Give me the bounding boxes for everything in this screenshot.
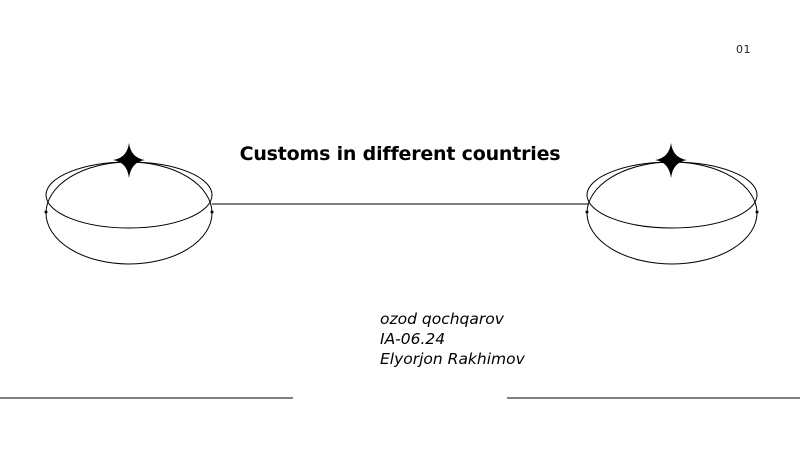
page-number: 01 [736, 43, 751, 56]
right-ring-dot-left [585, 210, 589, 214]
left-ring-dot-left [44, 210, 48, 214]
right-ring-icon [586, 161, 758, 265]
author-line: ozod qochqarov [380, 310, 504, 328]
author-line: Elyorjon Rakhimov [380, 350, 525, 368]
left-ring-dot-right [210, 210, 214, 214]
right-ring-dot-right [755, 210, 759, 214]
group-line: IA-06.24 [380, 330, 446, 348]
right-sparkle-icon [655, 143, 687, 178]
authors-block: ozod qochqarov IA-06.24 Elyorjon Rakhimo… [380, 309, 525, 369]
left-sparkle-icon [113, 143, 145, 178]
slide-title: Customs in different countries [239, 143, 561, 165]
